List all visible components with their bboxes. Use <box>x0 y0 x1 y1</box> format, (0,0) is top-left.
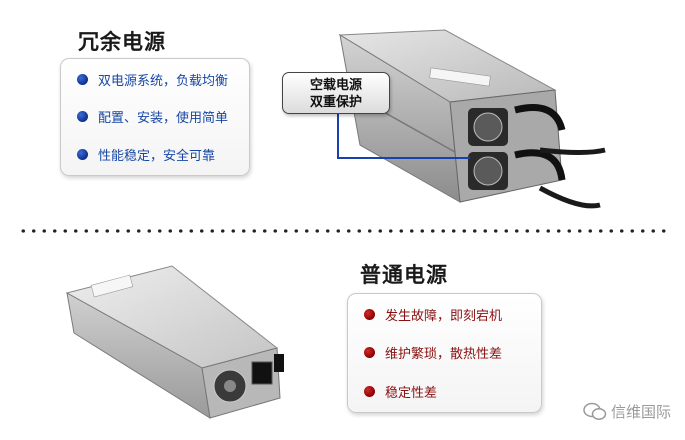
redundant-feature-3-text: 性能稳定，安全可靠 <box>98 149 216 164</box>
redundant-feature-1: 双电源系统，负载均衡 <box>77 70 228 89</box>
normal-feature-3: 稳定性差 <box>364 382 437 401</box>
callout-line-1: 空载电源 <box>309 78 362 93</box>
wechat-icon <box>583 402 607 420</box>
watermark-text: 信维国际 <box>610 403 671 421</box>
normal-feature-2: 维护繁琐，散热性差 <box>364 343 502 362</box>
redundant-feature-2: 配置、安装，使用简单 <box>77 107 228 126</box>
bullet-icon <box>77 74 88 85</box>
watermark: 信维国际 <box>583 401 671 422</box>
callout-box: 空载电源 双重保护 <box>282 72 390 114</box>
callout-line-2: 双重保护 <box>309 95 362 110</box>
normal-feature-1: 发生故障，即刻宕机 <box>364 305 502 324</box>
bullet-icon <box>77 149 88 160</box>
bullet-icon <box>364 386 375 397</box>
normal-title: 普通电源 <box>360 263 448 287</box>
bullet-icon <box>77 111 88 122</box>
normal-feature-2-text: 维护繁琐，散热性差 <box>385 347 503 362</box>
bullet-icon <box>364 309 375 320</box>
bullet-icon <box>364 347 375 358</box>
normal-feature-1-text: 发生故障，即刻宕机 <box>385 309 503 324</box>
redundant-features-card: 双电源系统，负载均衡 配置、安装，使用简单 性能稳定，安全可靠 <box>60 58 250 176</box>
callout-connector <box>337 112 470 159</box>
normal-feature-3-text: 稳定性差 <box>385 386 438 401</box>
redundant-title: 冗余电源 <box>78 30 166 54</box>
redundant-feature-3: 性能稳定，安全可靠 <box>77 145 215 164</box>
section-divider <box>18 229 668 233</box>
redundant-feature-1-text: 双电源系统，负载均衡 <box>98 74 229 89</box>
normal-psu-image <box>65 265 284 420</box>
redundant-feature-2-text: 配置、安装，使用简单 <box>98 111 229 126</box>
normal-features-card: 发生故障，即刻宕机 维护繁琐，散热性差 稳定性差 <box>347 293 542 413</box>
